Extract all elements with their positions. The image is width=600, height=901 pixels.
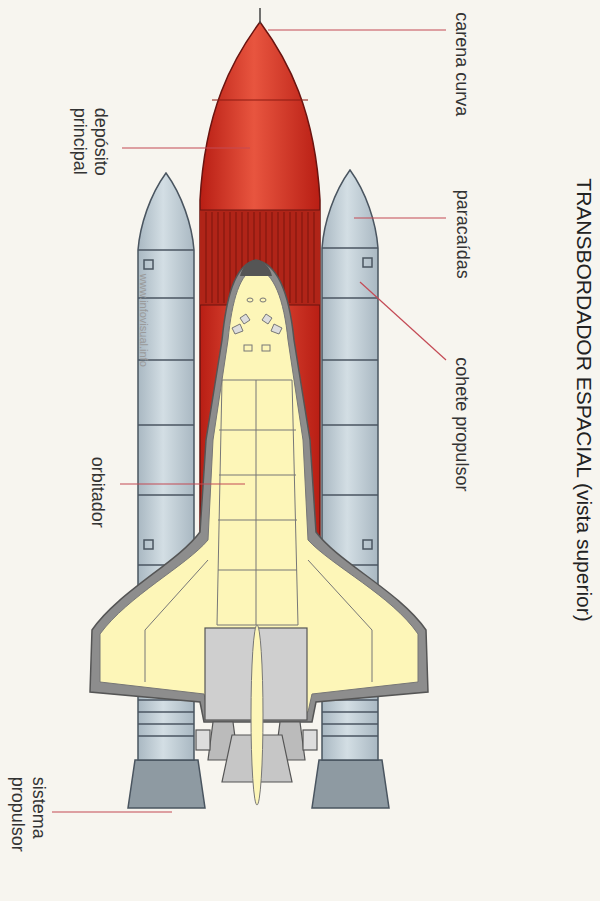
leader-lines (52, 30, 446, 812)
diagram-title: TRANSBORDADOR ESPACIAL (vista superior) (571, 178, 595, 621)
part-label: orbitador (87, 456, 108, 527)
part-label: cohete propulsor (452, 357, 473, 491)
watermark: www.infovisual.info (137, 273, 150, 366)
part-label: sistema propulsor (7, 776, 48, 868)
part-label: carena curva (452, 12, 473, 116)
part-label: paracaídas (452, 189, 473, 278)
part-label: depósito principal (69, 107, 110, 199)
